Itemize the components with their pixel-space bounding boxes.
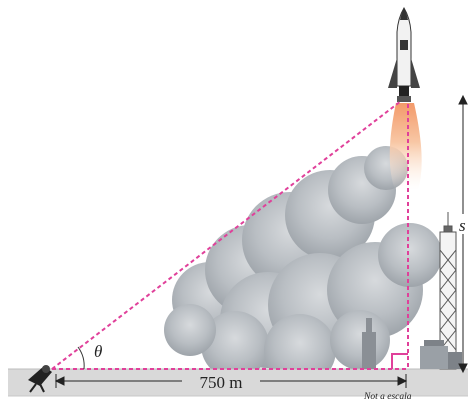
observer-camera-icon	[28, 365, 52, 393]
height-label: s	[459, 216, 466, 235]
angle-label: θ	[94, 342, 102, 361]
smoke-cloud	[164, 146, 442, 386]
space-shuttle-icon	[388, 7, 420, 102]
scale-note: Not a escala	[363, 392, 412, 402]
height-dimension	[458, 94, 468, 374]
exhaust-plume	[389, 103, 422, 190]
pad-buildings	[362, 318, 462, 369]
launch-tower	[439, 212, 457, 370]
distance-label: 750 m	[200, 373, 243, 392]
angle-arc	[77, 346, 85, 370]
sight-line	[51, 100, 402, 370]
distance-dimension	[54, 374, 408, 388]
triangle-lines	[51, 100, 409, 370]
ground	[8, 368, 468, 397]
right-angle-marker	[391, 353, 408, 369]
